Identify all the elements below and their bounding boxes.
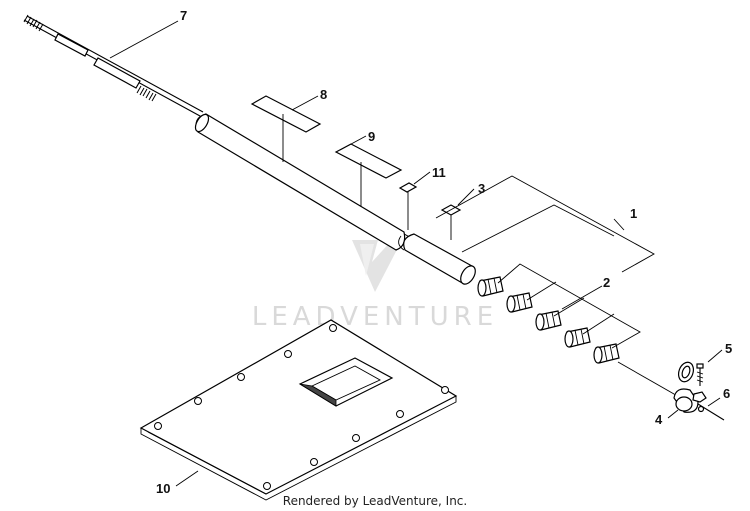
roller <box>506 292 533 313</box>
cable-part <box>23 14 471 273</box>
callout-10: 10 <box>156 481 170 496</box>
roller <box>535 310 562 331</box>
callout-1: 1 <box>630 206 637 221</box>
roller-set <box>477 276 689 403</box>
callout-4: 4 <box>655 412 663 427</box>
roller <box>593 343 620 364</box>
callout-2: 2 <box>603 275 610 290</box>
tube-housing <box>194 113 476 285</box>
callout-5: 5 <box>725 341 732 356</box>
roller <box>477 276 504 297</box>
footer-credit: Rendered by LeadVenture, Inc. <box>283 494 467 508</box>
leader-lines <box>109 20 723 487</box>
callout-labels: 1 2 3 4 5 6 7 8 9 10 11 <box>156 8 732 496</box>
decal-11 <box>398 182 418 230</box>
decal-8 <box>250 95 322 162</box>
roller <box>564 327 591 348</box>
callout-8: 8 <box>320 87 327 102</box>
callout-3: 3 <box>478 181 485 196</box>
callout-9: 9 <box>368 129 375 144</box>
decal-3 <box>440 204 462 240</box>
cable-end-fitting <box>673 361 725 421</box>
watermark: LEADVENTURE <box>252 240 498 332</box>
callout-6: 6 <box>723 386 730 401</box>
callout-7: 7 <box>180 8 187 23</box>
callout-11: 11 <box>432 165 446 180</box>
mounting-plate <box>139 319 458 501</box>
watermark-text: LEADVENTURE <box>252 302 498 332</box>
screw <box>696 363 704 386</box>
nut <box>692 391 707 413</box>
